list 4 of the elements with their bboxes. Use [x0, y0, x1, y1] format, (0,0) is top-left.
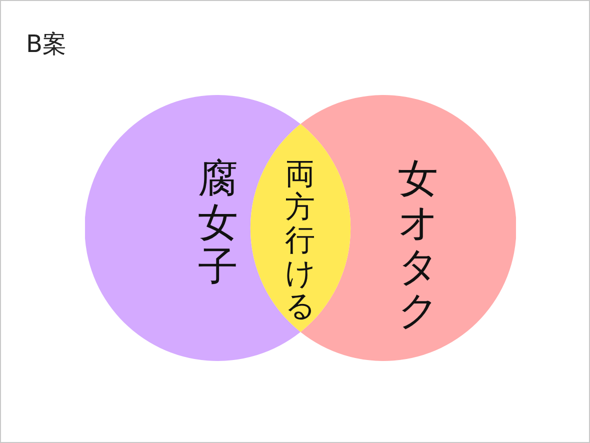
set-label: 両方行ける	[285, 158, 315, 323]
set-label: 女オタク	[398, 157, 438, 333]
diagram-title: B案	[26, 29, 66, 60]
set-label: 腐女子	[198, 157, 238, 289]
